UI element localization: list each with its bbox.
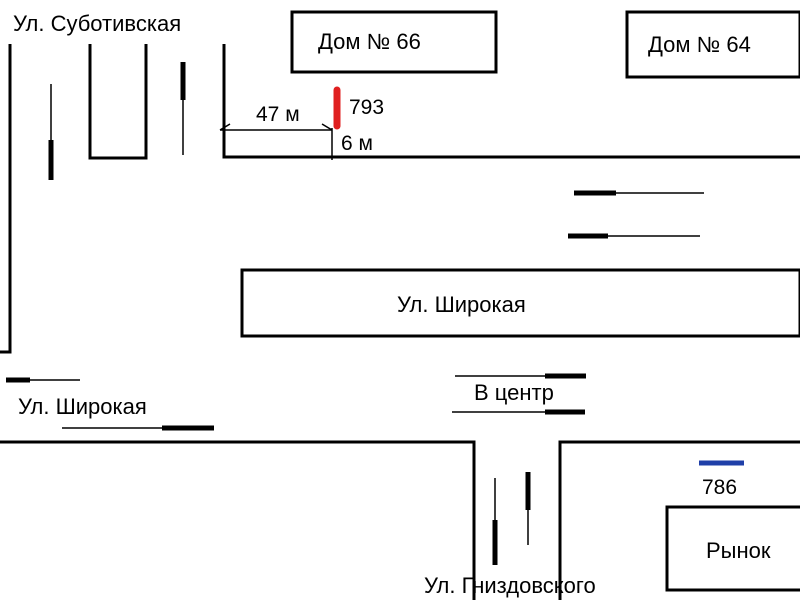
distance-across-label: 6 м [341,132,373,155]
stop-786-number: 786 [702,476,738,499]
lower-left-road-edge [0,440,476,600]
house-64-label: Дом № 64 [648,32,751,57]
lower-right-road-edge [558,440,800,600]
distance-47-arrow-left [219,123,231,131]
direction-to-center-label: В центр [474,380,554,405]
stop-793-number: 793 [349,96,385,119]
market-label: Рынок [706,538,771,563]
market-outline [665,505,800,592]
street-label-shyroka-left: Ул. Широкая [18,394,147,419]
house-66-outline [290,10,498,74]
median-block-outline [240,268,800,338]
left-road-edge [0,44,12,354]
street-label-shyroka-main: Ул. Широкая [397,292,526,317]
house-66-label: Дом № 66 [318,29,421,54]
distance-along-label: 47 м [256,103,300,126]
parking-bay-outline [88,44,148,160]
house-64-outline [625,10,800,79]
street-label-hnyzdovskoho: Ул. Гниздовского [424,573,596,598]
upper-road-edge [222,44,800,159]
street-label-subotivska: Ул. Суботивская [13,11,182,36]
distance-47-arrow-right [321,123,333,131]
